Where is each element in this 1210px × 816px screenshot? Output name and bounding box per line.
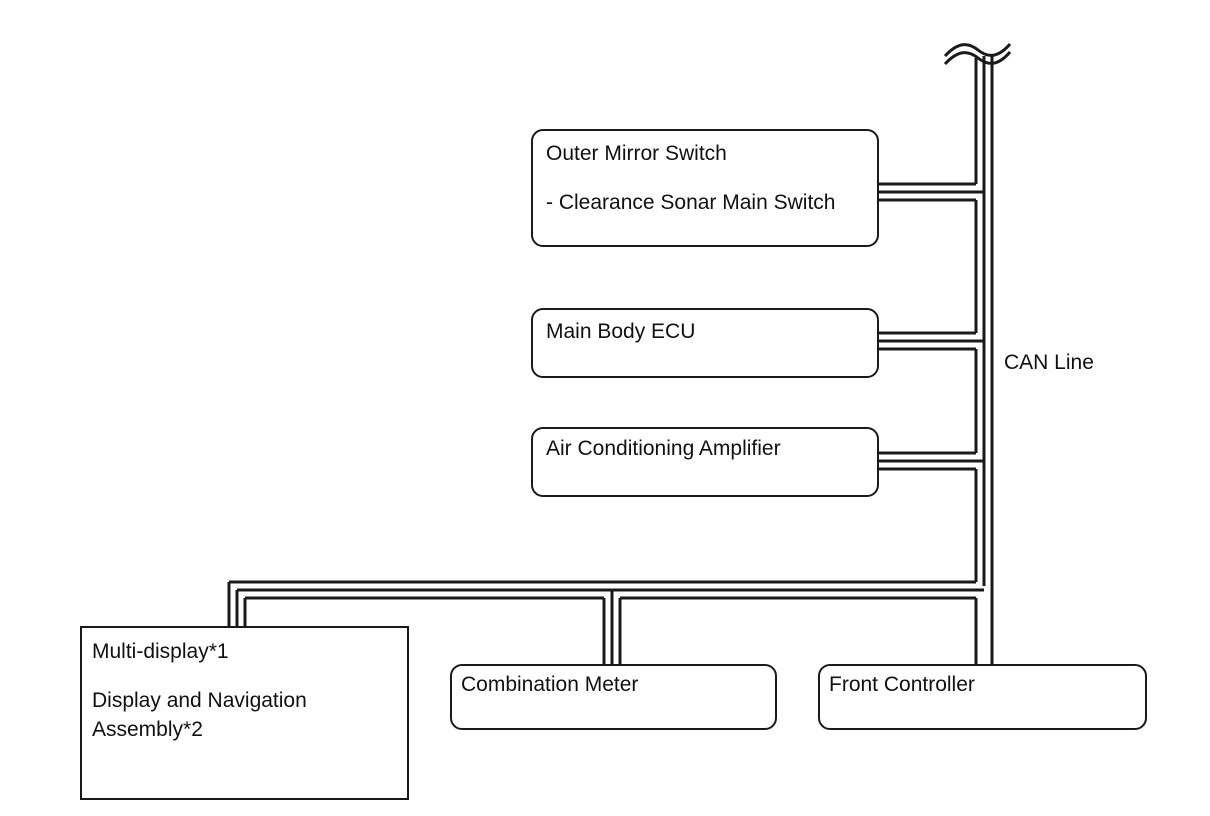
node-line-1: Multi-display*1 [92,640,229,663]
node-multi-display: Multi-display*1 Display and Navigation A… [80,626,409,800]
branch-outer-mirror-switch [878,182,984,333]
node-line-2: Display and Navigation [92,689,307,712]
wire-break-mark [943,43,1012,58]
node-line-3: Assembly*2 [92,718,203,741]
branch-air-conditioning-amplifier [878,451,984,582]
node-air-conditioning-amplifier: Air Conditioning Amplifier [531,427,879,497]
branch-multi-display [227,580,984,626]
node-front-controller: Front Controller [818,664,1147,730]
branch-main-body-ecu [878,331,984,453]
can-trunk [974,56,994,668]
node-main-body-ecu: Main Body ECU [531,308,879,378]
node-outer-mirror-switch: Outer Mirror Switch - Clearance Sonar Ma… [531,129,879,247]
node-combination-meter: Combination Meter [450,664,777,730]
node-subtitle: - Clearance Sonar Main Switch [546,191,836,214]
node-title: Main Body ECU [546,320,696,343]
branch-combination-meter [602,590,976,664]
can-line-label: CAN Line [1004,351,1094,374]
node-title: Air Conditioning Amplifier [546,437,781,460]
node-title: Front Controller [829,673,975,696]
node-title: Combination Meter [461,673,639,696]
node-title: Outer Mirror Switch [546,142,727,165]
